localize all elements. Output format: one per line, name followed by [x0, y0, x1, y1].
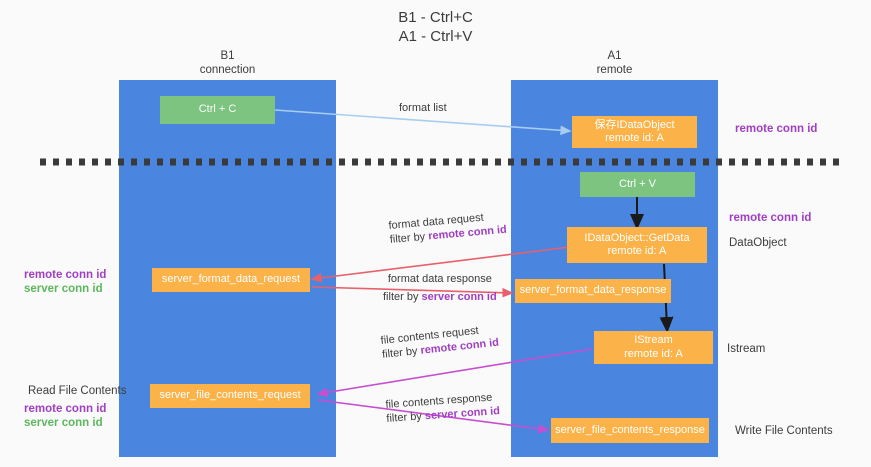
note-left-format-server: server conn id — [24, 283, 103, 295]
box-idataobject-getdata-remote-id: remote id: A — [607, 245, 667, 257]
note-left-read-file-contents: Read File Contents — [28, 385, 127, 397]
edge-label-format-data-response: format data response filter by server co… — [383, 272, 497, 304]
lane-header-b1: B1 connection — [119, 49, 336, 77]
lane-header-b1-name: B1 — [220, 50, 235, 62]
box-ctrl-v-label: Ctrl + V — [619, 177, 656, 190]
edge-label-format-data-request: format data request filter by remote con… — [388, 209, 507, 247]
box-ctrl-v[interactable]: Ctrl + V — [580, 172, 695, 197]
edge-label-format-list: format list — [399, 102, 447, 114]
box-ctrl-c-label: Ctrl + C — [198, 103, 237, 116]
box-server-file-contents-response[interactable]: server_file_contents_response — [551, 418, 709, 443]
edge-label-fdreq-prefix: filter by — [389, 230, 429, 246]
edge-label-fdres-key: server conn id — [421, 291, 497, 303]
box-save-idataobject-label: 保存IDataObject — [594, 118, 675, 131]
page-title: B1 - Ctrl+C A1 - Ctrl+V — [0, 8, 871, 46]
lane-header-a1-subtitle: remote — [596, 64, 633, 76]
edge-label-fcres-key: server conn id — [424, 405, 501, 423]
note-right-istream: Istream — [727, 343, 766, 355]
note-left-format-remote: remote conn id — [24, 269, 107, 281]
lane-header-b1-subtitle: connection — [199, 64, 256, 76]
box-idataobject-getdata-label: IDataObject::GetData — [584, 231, 690, 244]
box-server-format-data-response-label: server_format_data_response — [519, 284, 667, 297]
edge-label-fdres-prefix: filter by — [383, 291, 422, 303]
box-server-file-contents-request-label: server_file_contents_request — [159, 389, 301, 402]
box-server-format-data-response[interactable]: server_format_data_response — [515, 279, 671, 303]
note-right-dataobject: DataObject — [729, 237, 787, 249]
box-idataobject-getdata[interactable]: IDataObject::GetData remote id: A — [567, 227, 707, 263]
note-right-top-remote-conn-id: remote conn id — [735, 123, 818, 135]
note-left-file-server: server conn id — [24, 417, 103, 429]
box-server-format-data-request-label: server_format_data_request — [161, 273, 301, 286]
box-server-file-contents-request[interactable]: server_file_contents_request — [150, 384, 310, 408]
box-save-idataobject-remote-id: remote id: A — [605, 132, 664, 144]
note-left-file-remote: remote conn id — [24, 403, 107, 415]
title-line-1: B1 - Ctrl+C — [398, 9, 473, 26]
box-istream-remote-id: remote id: A — [624, 347, 683, 360]
title-line-2: A1 - Ctrl+V — [398, 28, 473, 45]
edge-label-file-contents-request: file contents request filter by remote c… — [380, 322, 500, 362]
note-right-write-file-contents: Write File Contents — [735, 425, 833, 437]
note-left-format-conn-ids: remote conn id server conn id — [24, 268, 106, 296]
edge-label-fcres-prefix: filter by — [386, 410, 426, 425]
edge-label-file-contents-response: file contents response filter by server … — [385, 390, 500, 426]
lane-header-a1: A1 remote — [511, 49, 718, 77]
box-istream[interactable]: IStream remote id: A — [594, 331, 713, 364]
edge-label-fcreq-prefix: filter by — [381, 344, 422, 361]
box-istream-label: IStream — [634, 334, 673, 346]
edge-label-fdres-line1: format data response — [387, 273, 492, 285]
box-ctrl-c[interactable]: Ctrl + C — [160, 96, 275, 124]
box-server-format-data-request[interactable]: server_format_data_request — [152, 268, 310, 292]
lane-header-a1-name: A1 — [607, 50, 622, 62]
note-right-getdata-remote-conn-id: remote conn id — [729, 212, 812, 224]
note-left-file-conn-ids: remote conn id server conn id — [24, 402, 106, 430]
box-save-idataobject[interactable]: 保存IDataObject remote id: A — [572, 116, 697, 148]
box-server-file-contents-response-label: server_file_contents_response — [555, 423, 705, 436]
